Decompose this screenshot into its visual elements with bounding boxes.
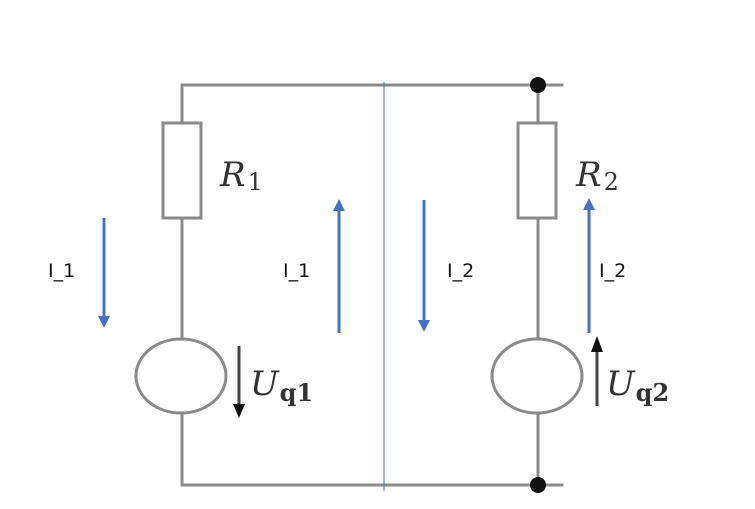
voltage-source-uq2-label: Uq2 [606, 364, 669, 407]
current-arrow-4-up [583, 198, 595, 333]
current-arrow-1-down [98, 218, 110, 328]
voltage-source-uq2 [490, 337, 584, 415]
current-arrow-2-up [333, 199, 345, 333]
resistor-r1-label: R1 [219, 155, 263, 196]
current-label-2: I_1 [283, 260, 310, 282]
resistor-r2-label: R2 [575, 155, 619, 196]
source-arrow-uq1 [233, 346, 245, 418]
current-label-3: I_2 [447, 260, 474, 282]
resistor-r1 [161, 121, 203, 220]
resistor-r2 [516, 121, 558, 220]
node-bottom-right [530, 477, 546, 493]
current-label-1: I_1 [48, 260, 75, 282]
source-arrow-uq2 [591, 336, 603, 406]
node-top-right [530, 77, 546, 93]
current-arrow-3-down [418, 200, 430, 332]
voltage-source-uq1-label: Uq1 [250, 364, 313, 407]
current-label-4: I_2 [599, 260, 626, 282]
voltage-source-uq1 [134, 337, 228, 415]
